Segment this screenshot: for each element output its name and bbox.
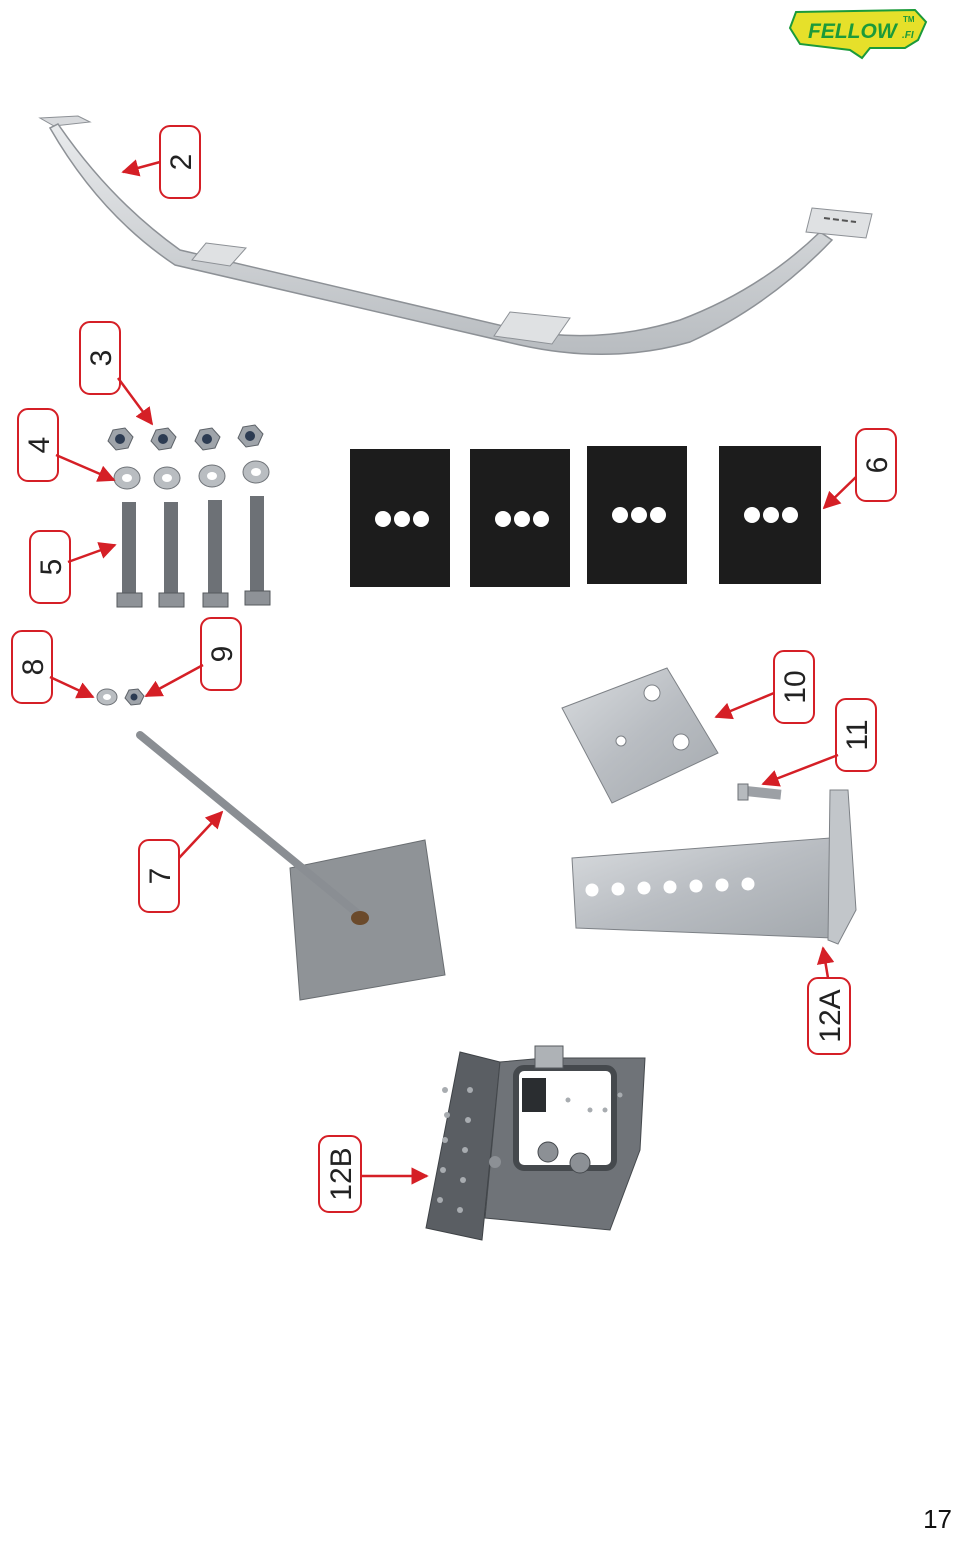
label-10: 10 xyxy=(773,650,815,724)
part-10-plate xyxy=(561,667,719,804)
logo-text: FELLOW xyxy=(808,20,899,43)
label-3: 3 xyxy=(79,321,121,395)
svg-text:5: 5 xyxy=(35,559,68,576)
label-2: 2 xyxy=(159,125,201,199)
svg-text:11: 11 xyxy=(841,719,874,750)
arrow-8 xyxy=(49,675,95,699)
part-3-nuts xyxy=(107,424,264,451)
label-8: 8 xyxy=(11,630,53,704)
svg-text:8: 8 xyxy=(17,659,50,676)
svg-text:6: 6 xyxy=(861,457,894,474)
part-9-nut xyxy=(124,688,145,706)
arrow-10 xyxy=(714,691,775,720)
arrow-2 xyxy=(121,159,161,177)
label-6: 6 xyxy=(855,428,897,502)
label-12b: 12B xyxy=(318,1135,362,1213)
label-11: 11 xyxy=(835,698,877,772)
svg-text:12B: 12B xyxy=(325,1147,358,1200)
label-7: 7 xyxy=(138,839,180,913)
arrow-11 xyxy=(761,753,839,787)
label-9: 9 xyxy=(200,617,242,691)
svg-text:7: 7 xyxy=(144,868,177,885)
arrow-7 xyxy=(178,810,224,859)
svg-text:10: 10 xyxy=(779,670,812,703)
part-12b-clamp xyxy=(425,1045,646,1241)
callout-arrows xyxy=(49,159,857,1185)
label-12a: 12A xyxy=(807,977,851,1055)
page-number: 17 xyxy=(923,1504,952,1534)
logo-suffix: .FI xyxy=(902,30,914,41)
part-4-washers xyxy=(113,460,270,490)
svg-text:4: 4 xyxy=(23,437,56,454)
arrow-6 xyxy=(822,476,857,510)
part-2-rail xyxy=(38,115,873,355)
label-5: 5 xyxy=(29,530,71,604)
arrow-3 xyxy=(116,377,154,426)
part-5-bolts xyxy=(116,496,271,608)
arrow-4 xyxy=(55,453,116,482)
part-6-rubber-pads xyxy=(350,446,821,587)
label-4: 4 xyxy=(17,408,59,482)
part-7-anchor-plate xyxy=(136,731,446,1001)
part-8-washer xyxy=(96,688,118,706)
logo-tm: TM xyxy=(903,15,915,24)
part-11-bolt xyxy=(737,783,782,801)
svg-text:3: 3 xyxy=(85,350,118,367)
svg-text:9: 9 xyxy=(206,646,239,663)
part-12a-bracket xyxy=(571,789,857,945)
svg-text:2: 2 xyxy=(165,154,198,171)
svg-text:12A: 12A xyxy=(814,989,847,1042)
arrow-12a xyxy=(816,946,835,979)
fellow-logo: FELLOW TM .FI xyxy=(788,8,928,60)
arrow-5 xyxy=(67,542,117,564)
arrow-9 xyxy=(144,663,204,698)
